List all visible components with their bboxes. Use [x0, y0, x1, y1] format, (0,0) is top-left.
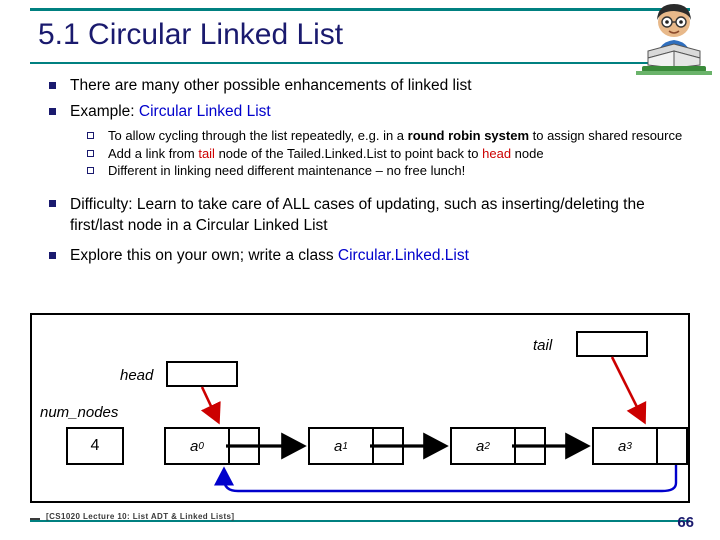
bullet-2-highlight: Circular Linked List	[138, 103, 271, 120]
node-divider	[228, 429, 230, 463]
node-a2-label: a	[476, 437, 485, 455]
bullet-marker	[49, 251, 56, 259]
sub-bullet-marker	[87, 149, 94, 157]
bullet-4-highlight: Circular.Linked.List	[337, 246, 469, 264]
head-pointer-arrow	[200, 386, 221, 425]
bullet-item-3: Difficulty: Learn to take care of ALL ca…	[30, 194, 690, 236]
sub-bullet-1-part-1: To allow cycling through the list repeat…	[108, 128, 408, 143]
student-reading-clipart	[636, 4, 712, 75]
bullet-2-prefix: Example:	[70, 103, 139, 120]
node-divider	[514, 429, 516, 463]
bullet-item-1: There are many other possible enhancemen…	[30, 76, 690, 96]
sub-bullet-marker	[87, 167, 94, 174]
top-divider	[30, 8, 690, 11]
bullet-list: There are many other possible enhancemen…	[30, 76, 690, 272]
bullet-marker	[49, 199, 56, 207]
num-nodes-value-box: 4	[66, 427, 124, 465]
node-a3-label: a	[618, 437, 627, 455]
node-a2-sub: 2	[484, 440, 490, 452]
bullet-3-text: Difficulty: Learn to take care of ALL ca…	[70, 195, 645, 234]
sub-bullet-1-part-2: round robin system	[407, 128, 530, 143]
num-nodes-label: num_nodes	[40, 404, 119, 421]
sub-bullet-1-part-3: to assign shared resource	[529, 128, 683, 143]
sub-bullet-item-2: Add a link from tail node of the Tailed.…	[30, 146, 690, 163]
node-a3-sub: 3	[626, 440, 632, 452]
sub-bullet-item-1: To allow cycling through the list repeat…	[30, 128, 690, 145]
footer-dash	[30, 518, 40, 520]
node-a1-sub: 1	[342, 440, 348, 452]
bullet-marker	[49, 82, 56, 89]
sub-bullet-2-part-1: Add a link from	[108, 145, 199, 161]
sub-bullet-marker	[87, 132, 94, 139]
bullet-marker	[49, 108, 56, 115]
footer-divider	[30, 520, 690, 522]
tail-pointer-arrow	[610, 356, 647, 425]
sub-bullet-2-part-5: node	[511, 145, 544, 161]
node-a0-label: a	[190, 437, 199, 455]
sub-bullet-2-part-4: head	[482, 145, 512, 161]
node-a0-sub: 0	[198, 440, 204, 452]
sub-bullet-2-part-3: node of the Tailed.Linked.List to point …	[214, 145, 483, 161]
bullet-item-2: Example: Circular Linked List	[30, 102, 690, 122]
num-nodes-value: 4	[90, 437, 100, 454]
sub-bullet-3-text: Different in linking need different main…	[108, 163, 466, 178]
title-divider	[30, 62, 690, 64]
tail-label: tail	[533, 337, 553, 354]
node-divider	[372, 429, 374, 463]
bullet-1-text: There are many other possible enhancemen…	[70, 77, 472, 94]
circular-link-arrow	[213, 465, 678, 493]
page-number: 66	[677, 514, 694, 531]
page-title: 5.1 Circular Linked List	[38, 18, 344, 51]
head-label: head	[120, 367, 154, 384]
tail-pointer-box	[576, 331, 648, 357]
sub-bullet-list: To allow cycling through the list repeat…	[30, 128, 690, 180]
bullet-4-prefix: Explore this on your own; write a class	[70, 246, 338, 264]
node-a1-label: a	[334, 437, 343, 455]
bullet-item-4: Explore this on your own; write a class …	[30, 246, 690, 266]
footer-text: [CS1020 Lecture 10: List ADT & Linked Li…	[46, 512, 235, 521]
sub-bullet-2-part-2: tail	[198, 145, 215, 161]
head-pointer-box	[166, 361, 238, 387]
sub-bullet-item-3: Different in linking need different main…	[30, 163, 690, 180]
node-divider	[656, 429, 658, 463]
